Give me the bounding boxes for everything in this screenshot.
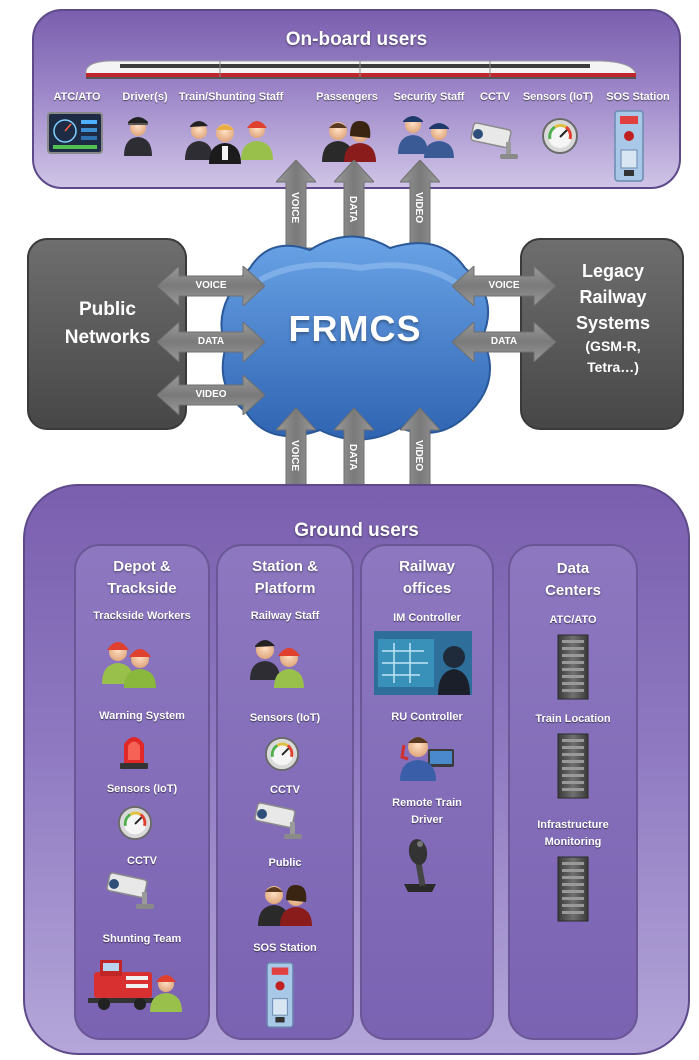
label-railway-staff: Railway Staff: [250, 610, 320, 622]
label-sensors-iot-1: Sensors (IoT): [106, 783, 178, 795]
col2-title-line-1: Station &: [252, 558, 318, 575]
frmcs-cloud: [220, 235, 491, 441]
public-networks-line-2: Networks: [64, 326, 151, 348]
legacy-line-5: Tetra…): [587, 358, 639, 375]
sensor-gauge-icon: [117, 805, 153, 841]
remote-train-driver-line-2: Driver: [411, 814, 443, 827]
public-networks-line-1: Public: [78, 299, 136, 320]
frmcs-label: FRMCS: [288, 308, 422, 349]
onboard-label-security-staff: Security Staff: [393, 91, 465, 103]
column-station-platform-title: Station & Platform: [216, 556, 354, 600]
public-networks-label: Public Networks: [45, 296, 170, 351]
column-railway-offices: [360, 544, 494, 1040]
passengers-icon: [322, 120, 376, 162]
col1-title-line-1: Depot &: [113, 558, 171, 575]
label-ru-controller: RU Controller: [391, 711, 463, 723]
driver-icon: [124, 117, 152, 156]
arrow-voice-top-label: VOICE: [289, 192, 300, 224]
arrow-data-right-label: DATA: [490, 336, 518, 347]
label-cctv-2: CCTV: [270, 784, 300, 796]
legacy-line-2: Railway: [579, 287, 647, 308]
legacy-line-1: Legacy: [581, 261, 645, 281]
public-people-icon: [258, 884, 312, 926]
joystick-icon: [404, 839, 436, 892]
cctv-camera-icon: [470, 122, 518, 159]
column-depot-trackside: [74, 544, 210, 1040]
arrow-data-top-label: DATA: [347, 196, 358, 223]
arrow-voice-right: [452, 266, 556, 306]
arrow-voice-left: [157, 266, 265, 306]
onboard-label-drivers: Driver(s): [122, 91, 168, 103]
server-rack-icon: [557, 634, 589, 700]
arrow-data-bottom-label: DATA: [347, 444, 358, 471]
col4-title-line-1: Data: [556, 560, 590, 577]
im-controller-screen-icon: [374, 631, 472, 695]
label-train-location: Train Location: [535, 713, 611, 725]
cctv-camera-icon: [106, 872, 154, 909]
remote-train-driver-line-1: Remote Train: [392, 797, 462, 809]
sensor-gauge-icon: [264, 736, 300, 772]
label-trackside-workers: Trackside Workers: [93, 610, 191, 622]
column-depot-trackside-title: Depot & Trackside: [74, 556, 210, 600]
column-data-centers-title: Data Centers: [508, 558, 638, 602]
label-remote-train-driver: Remote Train Driver: [360, 795, 494, 829]
server-rack-icon: [557, 733, 589, 799]
onboard-label-sos-station: SOS Station: [606, 91, 670, 103]
trackside-workers-icon: [102, 642, 156, 688]
label-atc-ato: ATC/ATO: [549, 614, 597, 626]
onboard-label-atc-ato: ATC/ATO: [53, 91, 101, 103]
arrow-video-bottom-label: VIDEO: [413, 440, 424, 472]
column-railway-offices-title: Railway offices: [360, 556, 494, 600]
shunting-locomotive-icon: [88, 960, 182, 1012]
infra-monitoring-line-2: Monitoring: [544, 836, 602, 849]
col3-title-line-2: offices: [402, 579, 452, 597]
arrow-video-left: [157, 375, 265, 415]
arrow-voice-right-label: VOICE: [488, 280, 520, 291]
security-staff-icon: [398, 116, 454, 158]
arrow-video-top-label: VIDEO: [413, 192, 424, 224]
train-icon: [85, 60, 637, 79]
column-station-platform: [216, 544, 354, 1040]
cctv-camera-icon: [254, 802, 302, 839]
col1-title-line-2: Trackside: [107, 579, 177, 597]
label-shunting-team: Shunting Team: [102, 933, 182, 945]
sos-station-icon: [266, 962, 294, 1028]
sensor-gauge-icon: [542, 118, 578, 154]
sos-station-icon: [614, 110, 644, 182]
label-warning-system: Warning System: [99, 710, 185, 722]
label-sos-station: SOS Station: [253, 942, 317, 954]
label-im-controller: IM Controller: [393, 612, 461, 624]
arrow-video-top: [400, 160, 440, 270]
atc-ato-monitor-icon: [47, 112, 103, 154]
onboard-label-passengers: Passengers: [316, 91, 378, 103]
label-cctv-1: CCTV: [127, 855, 157, 867]
col3-title-line-1: Railway: [399, 558, 455, 575]
train-staff-icon: [185, 121, 273, 164]
legacy-line-4: (GSM-R,: [585, 338, 641, 355]
onboard-users-title: On-board users: [285, 29, 428, 50]
onboard-label-cctv: CCTV: [480, 91, 510, 103]
onboard-label-train-staff: Train/Shunting Staff: [178, 91, 284, 103]
legacy-line-3: Systems: [575, 313, 651, 334]
label-infrastructure-monitoring: Infrastructure Monitoring: [508, 817, 638, 851]
arrow-voice-top: [276, 160, 316, 270]
label-public: Public: [268, 857, 302, 869]
railway-staff-icon: [250, 640, 304, 688]
ground-users-title: Ground users: [294, 520, 419, 541]
arrow-voice-left-label: VOICE: [195, 280, 227, 291]
col4-title-line-2: Centers: [545, 581, 601, 599]
warning-light-icon: [120, 737, 148, 769]
arrow-data-right: [452, 322, 556, 362]
arrow-data-left: [157, 322, 265, 362]
infra-monitoring-line-1: Infrastructure: [537, 819, 609, 831]
ru-controller-icon: [400, 737, 454, 781]
arrow-voice-bottom-label: VOICE: [289, 440, 300, 472]
col2-title-line-2: Platform: [254, 579, 316, 597]
legacy-systems-label: Legacy Railway Systems (GSM-R, Tetra…): [548, 258, 678, 377]
server-rack-icon: [557, 856, 589, 922]
onboard-label-sensors: Sensors (IoT): [522, 91, 594, 103]
arrow-video-left-label: VIDEO: [195, 389, 227, 400]
arrow-data-left-label: DATA: [197, 336, 225, 347]
label-sensors-iot-2: Sensors (IoT): [249, 712, 321, 724]
